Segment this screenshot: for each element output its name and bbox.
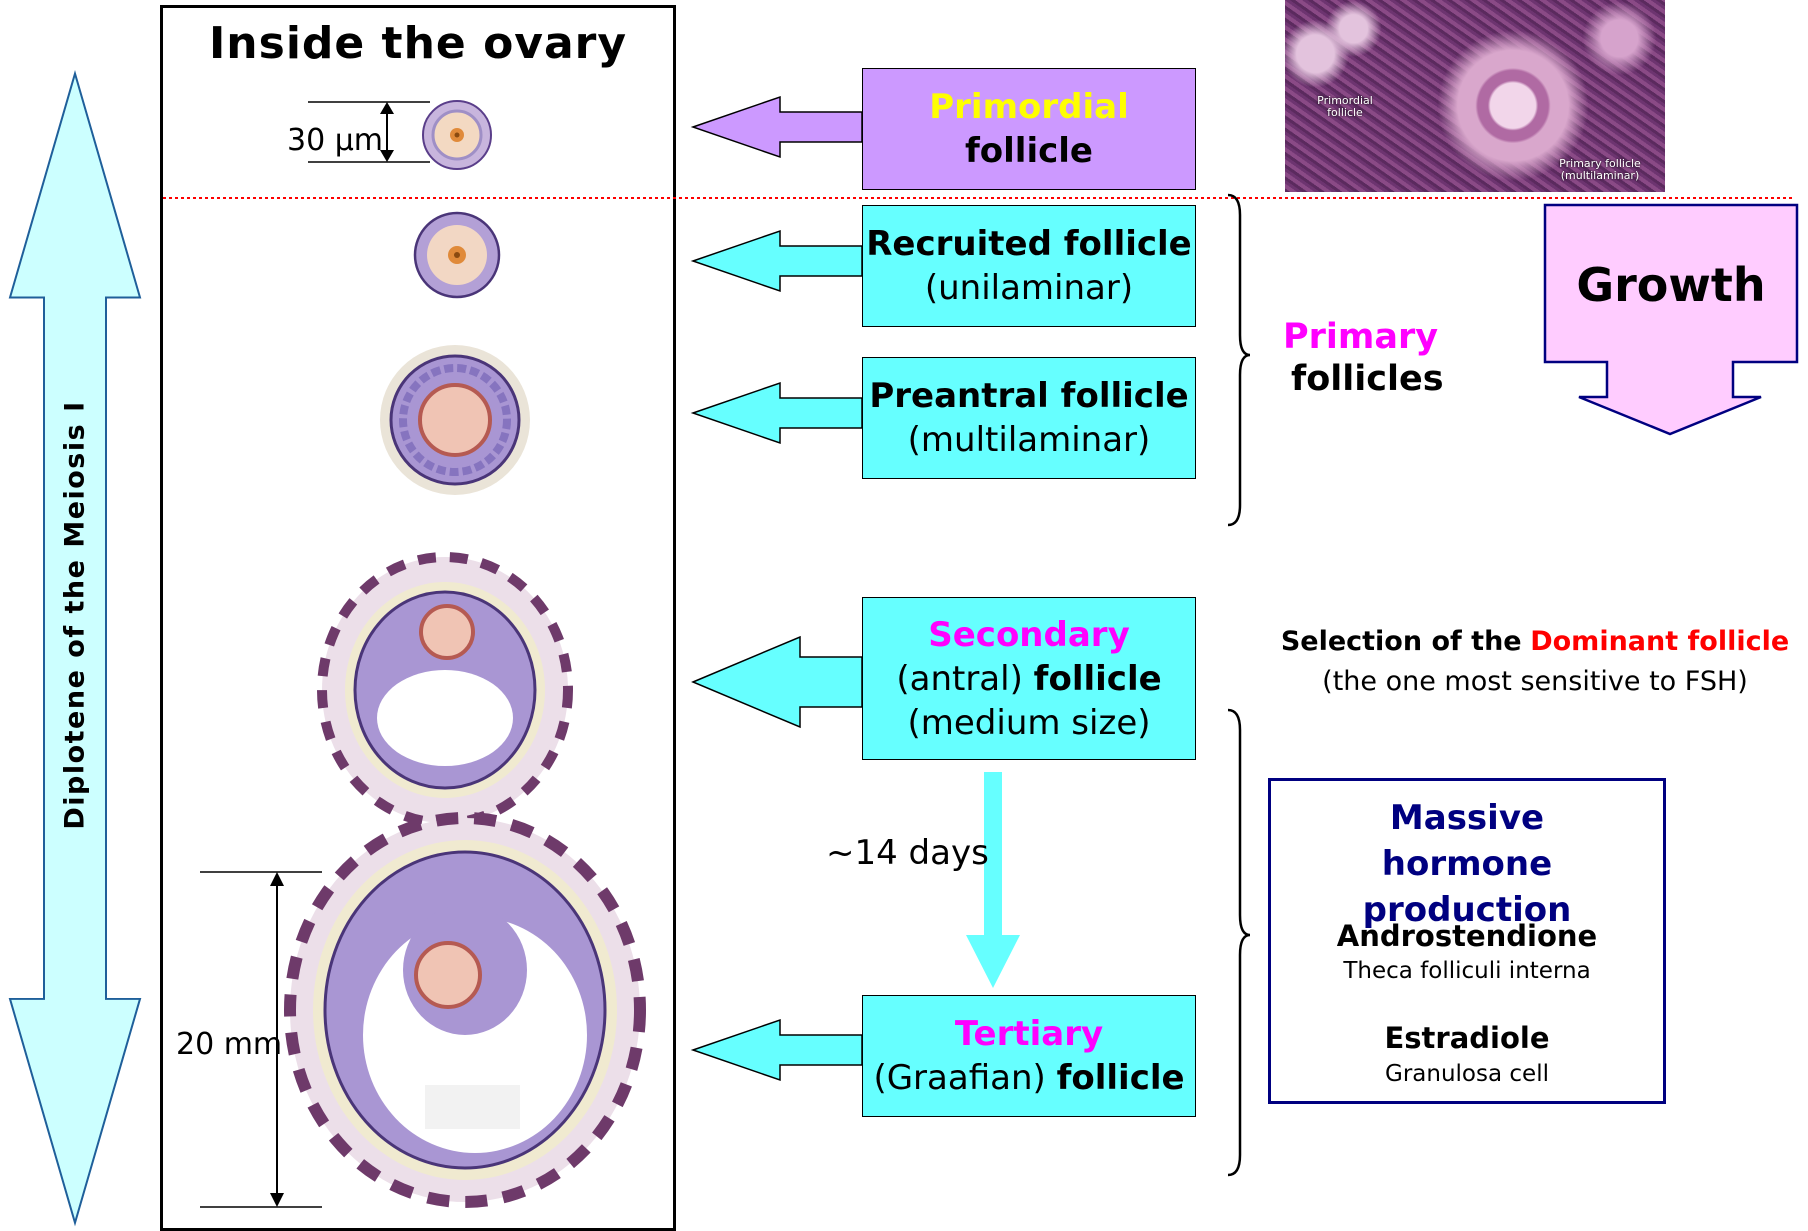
micrograph-label-primary: Primary follicle (multilaminar) xyxy=(1559,157,1641,182)
stage-box-recruited: Recruited follicle (unilaminar) xyxy=(862,205,1196,327)
selection-note: (the one most sensitive to FSH) xyxy=(1322,666,1748,697)
primordial-follicle-word: follicle xyxy=(965,131,1093,171)
brace-dominant xyxy=(1227,708,1251,1177)
arrow-primordial xyxy=(690,95,863,159)
follicle-tertiary-illustration xyxy=(284,812,646,1208)
secondary-subtitle: (medium size) xyxy=(907,702,1151,743)
follicle-primordial-illustration xyxy=(422,100,492,170)
primordial-title: Primordial xyxy=(929,87,1129,127)
preantral-title: Preantral follicle xyxy=(869,376,1189,416)
arrow-recruited xyxy=(690,229,863,293)
arrow-preantral xyxy=(690,381,863,445)
histology-micrograph: Primordial follicle Primary follicle (mu… xyxy=(1285,0,1665,192)
scale-label-30um: 30 µm xyxy=(287,123,384,158)
follicle-preantral-illustration xyxy=(380,345,530,495)
tertiary-title: Tertiary xyxy=(954,1014,1104,1054)
micrograph-label-primordial: Primordial follicle xyxy=(1317,94,1373,119)
estradiole-label: Estradiole xyxy=(1384,1021,1550,1055)
arrow-14-days xyxy=(966,772,1020,988)
androstendione-label: Androstendione xyxy=(1336,919,1598,953)
tertiary-graafian: (Graafian) xyxy=(873,1058,1046,1098)
interval-label: ~14 days xyxy=(826,833,989,873)
stage-box-tertiary: Tertiary (Graafian) follicle xyxy=(862,995,1196,1117)
stage-box-secondary: Secondary (antral) follicle (medium size… xyxy=(862,597,1196,760)
recruited-subtitle: (unilaminar) xyxy=(924,268,1134,308)
growth-arrow xyxy=(1543,203,1799,436)
meiosis-double-arrow xyxy=(8,70,142,1227)
tertiary-follicle-word: follicle xyxy=(1056,1058,1185,1098)
follicle-secondary-illustration xyxy=(317,552,573,828)
meiosis-label: Diplotene of the Meiosis I xyxy=(59,400,91,830)
preantral-subtitle: (multilaminar) xyxy=(907,420,1151,460)
stage-box-preantral: Preantral follicle (multilaminar) xyxy=(862,357,1196,479)
scale-bar-20mm xyxy=(200,871,322,1208)
growth-label: Growth xyxy=(1576,258,1766,312)
primary-word: Primary xyxy=(1283,317,1439,357)
scale-label-20mm: 20 mm xyxy=(176,1027,283,1062)
scale-bar-30um xyxy=(308,101,430,163)
secondary-antral: (antral) xyxy=(896,658,1023,699)
selection-prefix: Selection of the xyxy=(1280,626,1522,657)
secondary-title: Secondary xyxy=(928,614,1130,655)
primary-follicles-label: Primary follicles xyxy=(1255,316,1444,400)
stage-box-primordial: Primordial follicle xyxy=(862,68,1196,190)
hormone-production-box: Massive hormone production Androstendion… xyxy=(1268,778,1666,1104)
selection-label: Selection of the Dominant follicle (the … xyxy=(1255,622,1808,702)
recruited-title: Recruited follicle xyxy=(866,224,1192,264)
secondary-follicle-word: follicle xyxy=(1033,658,1162,699)
follicle-recruited-illustration xyxy=(413,211,501,299)
follicles-word: follicles xyxy=(1291,359,1444,399)
granulosa-source-label: Granulosa cell xyxy=(1385,1061,1549,1087)
arrow-tertiary xyxy=(690,1018,863,1082)
arrow-secondary xyxy=(691,635,863,729)
dominant-follicle-text: Dominant follicle xyxy=(1530,626,1790,657)
panel-title: Inside the ovary xyxy=(208,18,628,69)
theca-source-label: Theca folliculi interna xyxy=(1343,958,1591,984)
hormone-box-title: Massive hormone production xyxy=(1362,798,1572,930)
brace-primary xyxy=(1227,193,1251,527)
